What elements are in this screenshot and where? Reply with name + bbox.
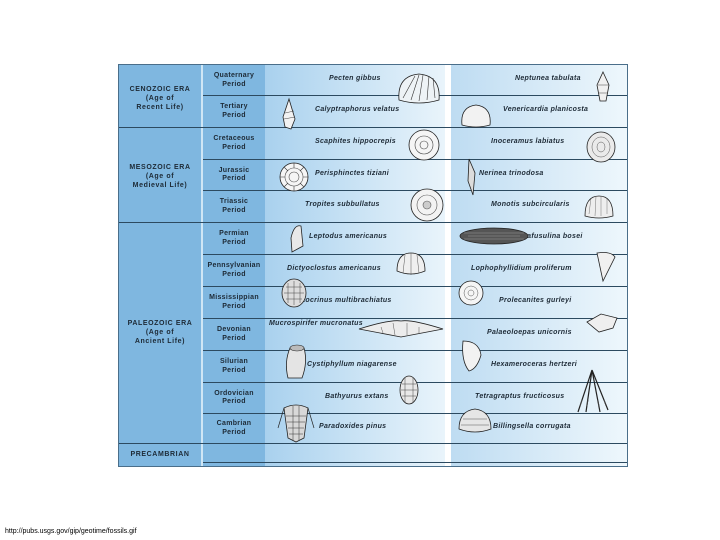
palaeolepas-icon [587,314,617,332]
cephalopod-shell-icon [463,341,481,371]
geologic-time-fossil-chart: CENOZOIC ERA (Age of Recent Life) MESOZO… [118,64,628,467]
goniatite-icon [459,281,483,305]
ammonite-icon [280,163,308,191]
coiled-shell-icon [409,130,439,160]
scallop-shell-icon [399,74,439,103]
graptolite-icon [578,370,608,412]
source-url: http://pubs.usgs.gov/gip/geotime/fossils… [5,528,137,535]
billingsella-shell-icon [459,409,491,432]
fossils-layer [119,65,627,466]
spire-shell-icon [283,99,295,129]
crinoid-icon [282,279,306,307]
leptodus-fossil-icon [291,226,303,252]
nerinea-shell-icon [468,159,475,195]
coral-icon [286,345,305,378]
whelk-shell-icon [597,72,609,101]
monotis-shell-icon [585,196,613,218]
trilobite-icon [278,405,314,442]
spirifer-shell-icon [359,321,443,337]
clam-shell-icon [462,105,490,127]
horn-coral-icon [597,253,615,282]
fusulinid-icon [460,228,528,244]
brachiopod-shell-icon [397,253,425,275]
tropites-shell-icon [411,189,443,221]
trilobite-small-icon [400,376,418,404]
inoceramus-shell-icon [587,132,615,162]
